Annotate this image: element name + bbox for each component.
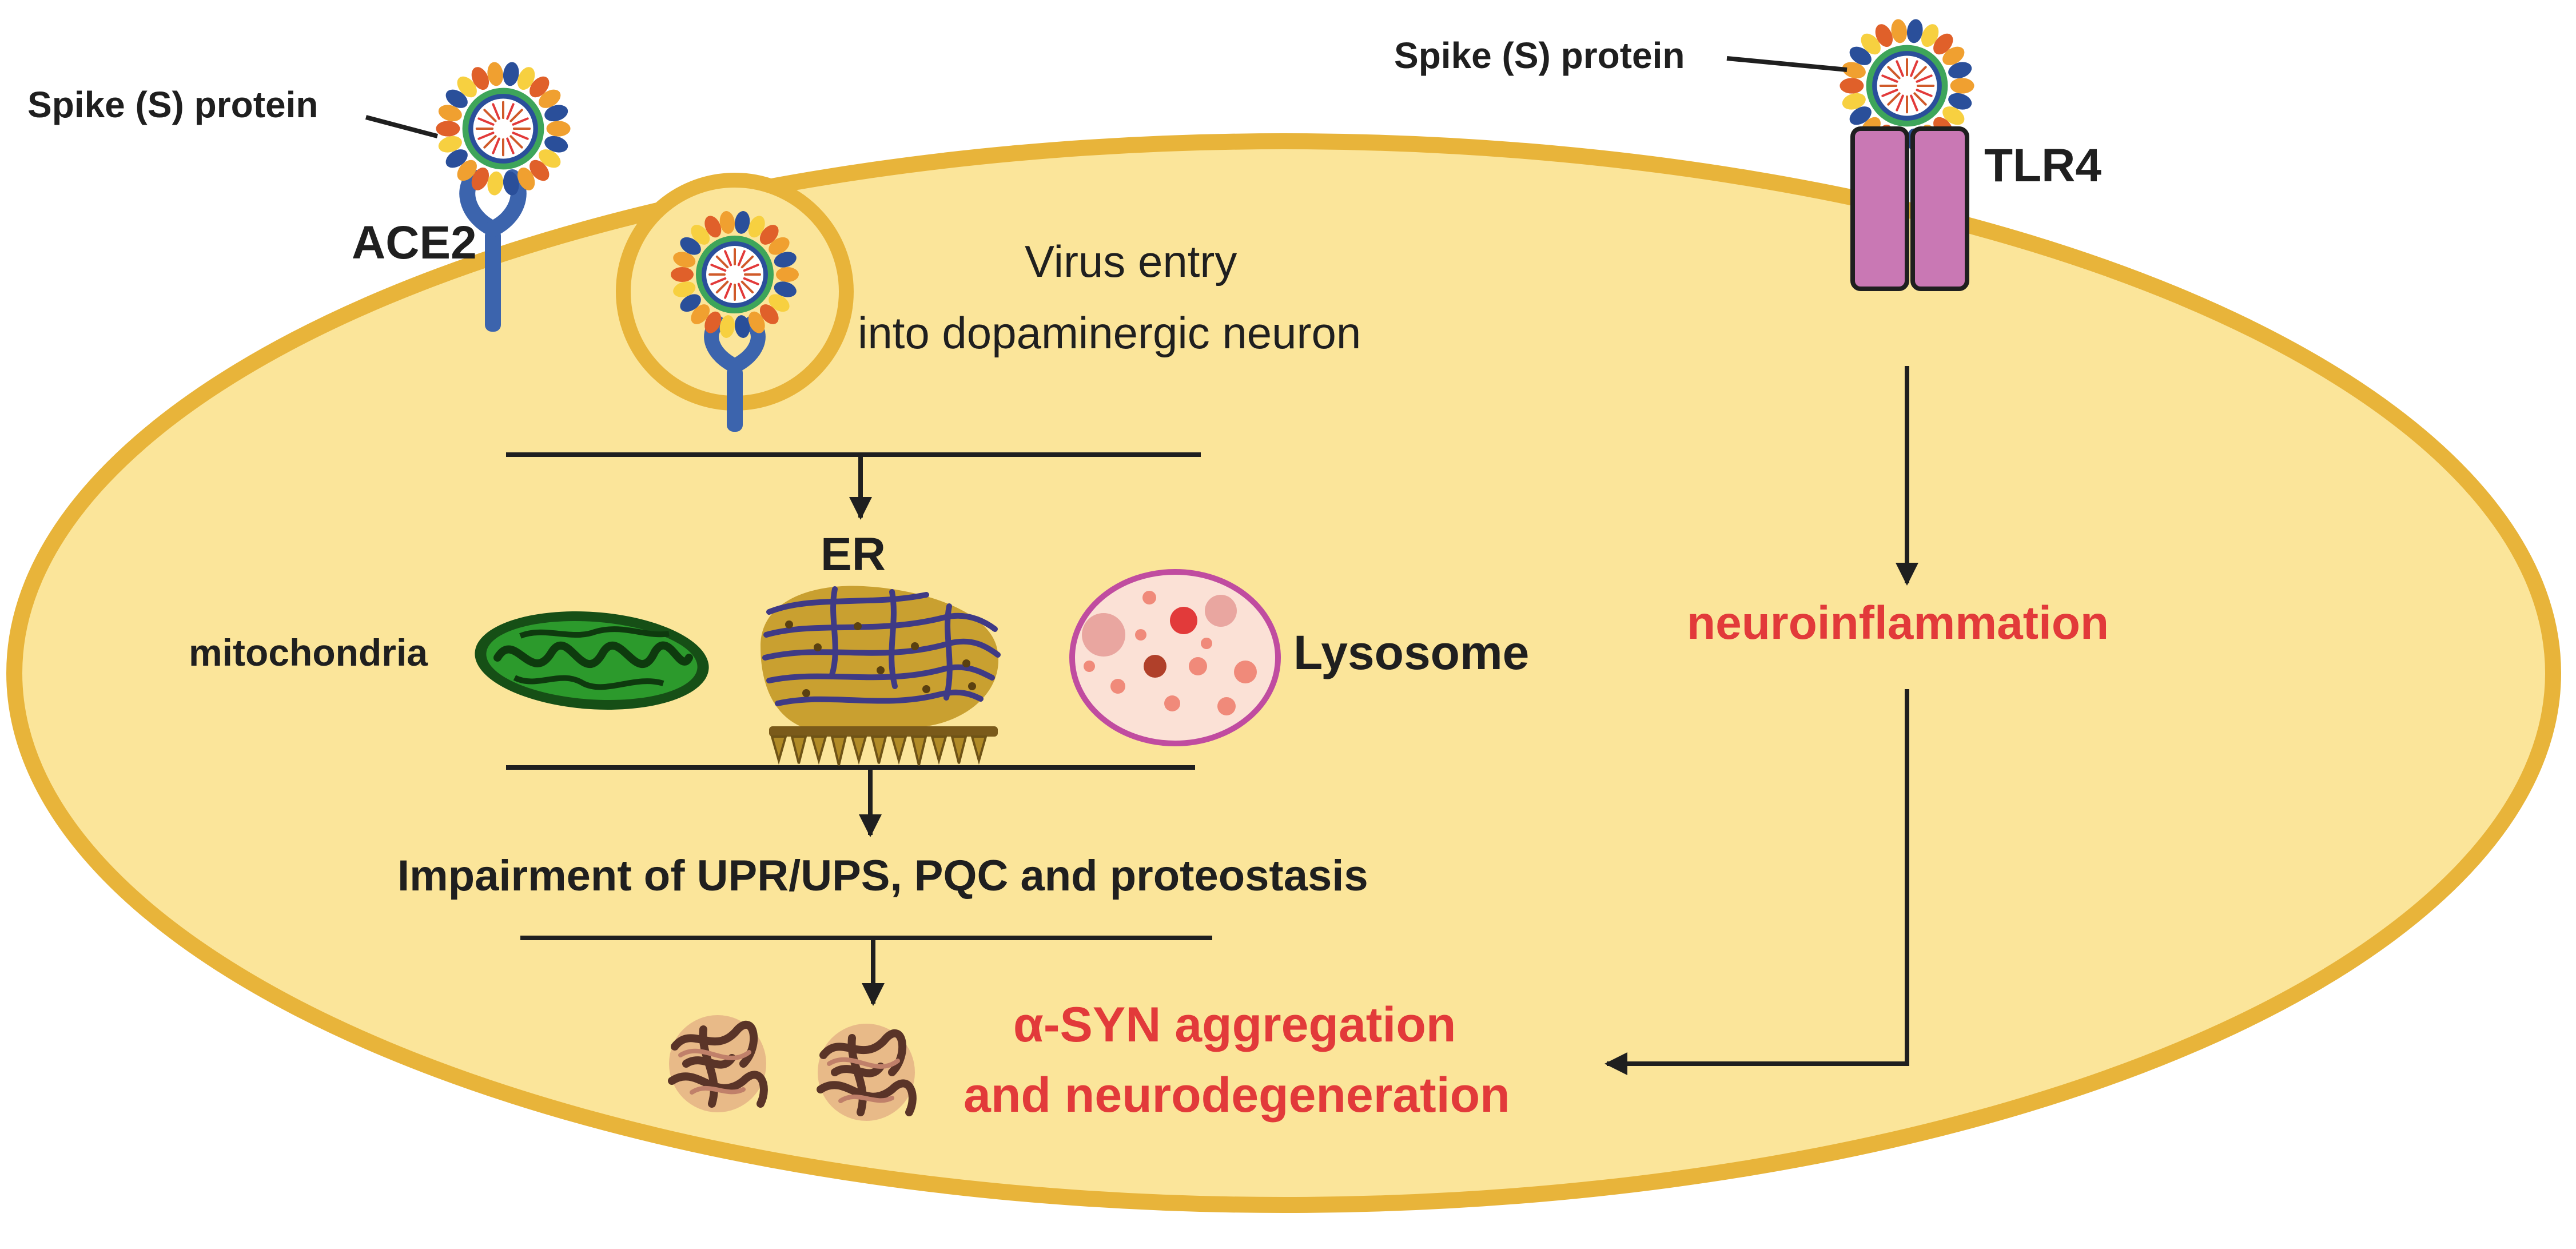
spike-protein-label-right: Spike (S) protein <box>1394 35 1685 76</box>
spike-protein-label-left: Spike (S) protein <box>27 84 318 125</box>
alpha-syn-aggregate-icon-2 <box>817 1024 917 1121</box>
spike-right-pointer <box>1726 56 1848 72</box>
tlr4-receptor-icon <box>1850 126 1969 291</box>
asyn-aggregation-label-line1: α-SYN aggregation <box>1013 997 1456 1052</box>
impairment-label: Impairment of UPR/UPS, PQC and proteosta… <box>397 852 1368 900</box>
virus-entry-label-line2: into dopaminergic neuron <box>858 308 1361 358</box>
tlr4-label: TLR4 <box>1984 140 2101 192</box>
neuroinflammation-label: neuroinflammation <box>1687 597 2109 649</box>
lysosome-label: Lysosome <box>1293 626 1530 679</box>
spike-left-pointer <box>365 115 439 138</box>
sars-cov-2-virus-endosome-icon <box>671 211 799 338</box>
mitochondria-icon <box>475 611 709 710</box>
alpha-syn-aggregate-icon-1 <box>668 1015 768 1112</box>
arrow-to-neurodegeneration <box>1604 689 1909 1075</box>
er-icon <box>761 586 1001 766</box>
er-label: ER <box>821 528 886 580</box>
asyn-aggregation-label-line2: and neurodegeneration <box>963 1068 1510 1123</box>
sars-cov-2-virus-left-icon <box>436 62 571 196</box>
mitochondria-label: mitochondria <box>189 631 428 674</box>
ace2-label: ACE2 <box>352 217 477 269</box>
lysosome-icon <box>1069 569 1281 746</box>
virus-entry-label-line1: Virus entry <box>1025 236 1237 287</box>
